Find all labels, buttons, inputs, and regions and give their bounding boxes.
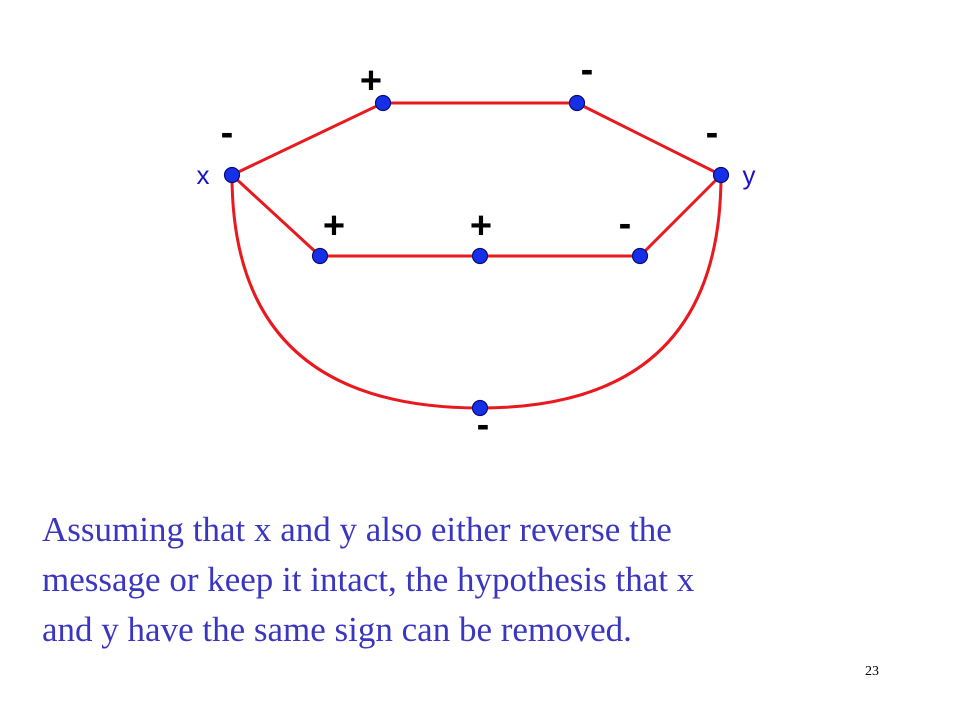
node-upper-1: [374, 94, 392, 112]
sign-upper-second-node: -: [581, 49, 594, 91]
sign-lower-middle-node: +: [470, 205, 492, 247]
edge-x-lower1: [230, 173, 322, 258]
sign-bottom-node: -: [477, 404, 490, 446]
node-x: [223, 166, 241, 184]
sign-x-upper-edge: -: [221, 112, 234, 154]
edge-x-upper1: [230, 101, 385, 177]
slide-number: 23: [865, 664, 879, 679]
edge-x-bottom-arc: [230, 173, 482, 410]
vertex-label-x: x: [197, 160, 210, 190]
sign-lower-third-node: -: [619, 203, 632, 245]
sign-y-upper-edge: -: [706, 112, 719, 154]
node-lower-2: [471, 247, 489, 265]
edge-lower3-y: [638, 173, 723, 258]
sign-upper-first-node: +: [360, 60, 382, 102]
edges: [230, 101, 723, 410]
vertex-label-y: y: [743, 160, 756, 190]
sign-lower-first-node: +: [323, 205, 345, 247]
node-lower-1: [311, 247, 329, 265]
edge-upper2-y: [575, 101, 723, 177]
node-lower-3: [631, 247, 649, 265]
node-upper-2: [568, 94, 586, 112]
node-bottom: [471, 399, 489, 417]
caption-text: Assuming that x and y also either revers…: [42, 510, 695, 649]
edge-bottom-y-arc: [478, 173, 723, 410]
nodes: [223, 94, 730, 417]
node-y: [712, 166, 730, 184]
